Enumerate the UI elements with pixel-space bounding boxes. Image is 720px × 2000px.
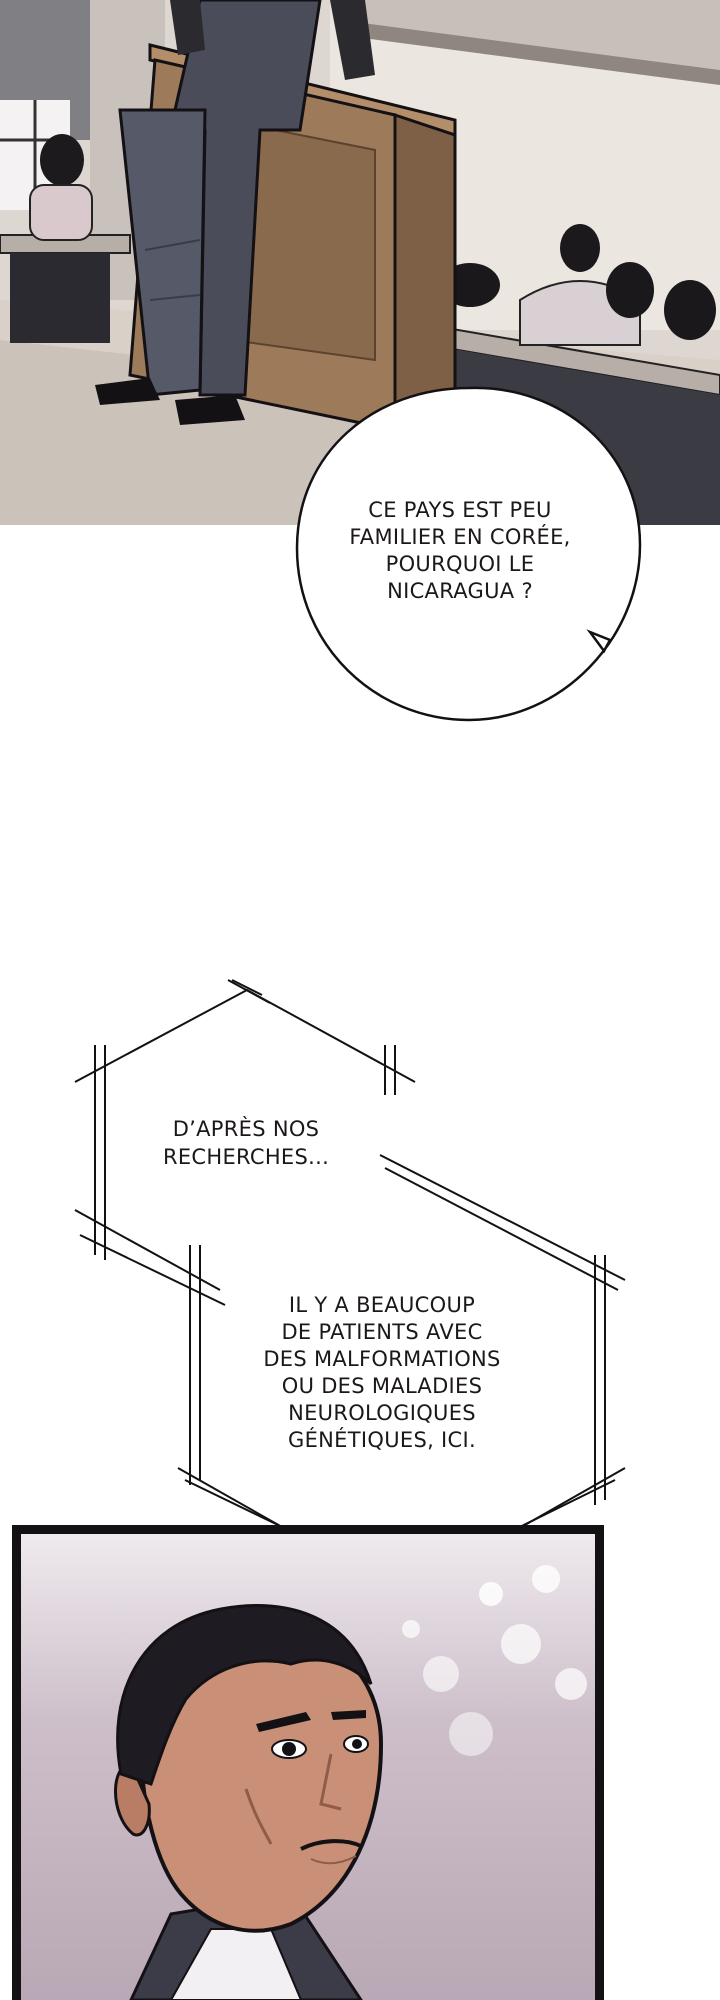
caption-first-text: D’APRÈS NOS RECHERCHES... <box>126 1115 366 1171</box>
caption-line: RECHERCHES... <box>162 1145 330 1169</box>
caption-line: IL Y A BEAUCOUP <box>288 1293 476 1317</box>
caption-line: DES MALFORMATIONS <box>263 1347 501 1371</box>
caption-second-text: IL Y A BEAUCOUP DE PATIENTS AVEC DES MAL… <box>222 1292 542 1454</box>
student-head <box>40 134 84 186</box>
caption-line: GÉNÉTIQUES, ICI. <box>288 1428 476 1452</box>
man-portrait-illustration <box>21 1534 595 2000</box>
caption-line: D’APRÈS NOS <box>172 1117 320 1141</box>
speech-bubble-shape <box>295 386 642 722</box>
lecture-hall-illustration <box>0 0 720 525</box>
man-portrait-panel <box>12 1525 604 2000</box>
speech-bubble-text: CE PAYS EST PEU FAMILIER EN CORÉE, POURQ… <box>300 497 620 605</box>
audience-head <box>560 224 600 272</box>
lecture-hall-panel <box>0 0 720 525</box>
bubble-line: CE PAYS EST PEU <box>368 498 552 522</box>
bubble-line: FAMILIER EN CORÉE, <box>349 525 571 549</box>
shoe <box>95 378 160 405</box>
bubble-line: POURQUOI LE <box>385 552 535 576</box>
man-hair <box>116 1604 373 1786</box>
caption-line: NEUROLOGIQUES <box>288 1401 476 1425</box>
caption-line: DE PATIENTS AVEC <box>281 1320 483 1344</box>
mouth <box>300 1839 362 1851</box>
bubble-line: NICARAGUA ? <box>387 579 533 603</box>
caption-line: OU DES MALADIES <box>281 1374 483 1398</box>
